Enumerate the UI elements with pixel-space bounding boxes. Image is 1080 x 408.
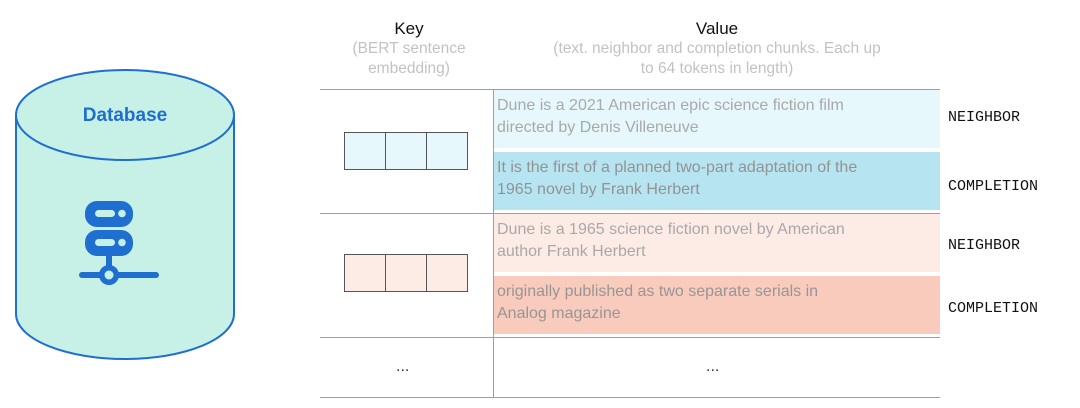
- neighbor-chunk: Dune is a 1965 science fiction novel by …: [494, 214, 940, 272]
- database-label: Database: [82, 105, 168, 126]
- neighbor-tag: NEIGHBOR: [948, 237, 1021, 254]
- chunk-text-line: Dune is a 2021 American epic science fic…: [497, 97, 844, 114]
- key-header-subtitle-line: (BERT sentence: [352, 40, 466, 57]
- value-header-title: Value: [695, 19, 739, 38]
- completion-chunk: It is the first of a planned two-part ad…: [494, 152, 940, 210]
- completion-chunk: originally published as two separate ser…: [494, 276, 940, 334]
- vector-cell: [385, 132, 427, 170]
- vector-cell: [344, 132, 386, 170]
- table-divider: [320, 89, 940, 90]
- key-header: Key (BERT sentence embedding): [326, 18, 492, 79]
- neighbor-chunk: Dune is a 2021 American epic science fic…: [494, 90, 940, 148]
- column-divider: [493, 89, 494, 397]
- chunk-text-line: directed by Denis Villeneuve: [497, 119, 699, 136]
- value-header-subtitle-line: (text. neighbor and completion chunks. E…: [553, 40, 881, 57]
- vector-cell: [426, 254, 468, 292]
- value-header-subtitle-line: to 64 tokens in length): [640, 60, 794, 77]
- vector-cell: [426, 132, 468, 170]
- chunk-text-line: 1965 novel by Frank Herbert: [497, 181, 700, 198]
- key-embedding-vector: [344, 132, 468, 170]
- chunk-text-line: Analog magazine: [497, 305, 621, 322]
- database-cylinder: Database: [14, 66, 236, 362]
- key-embedding-vector: [344, 254, 468, 292]
- table-divider: [320, 397, 940, 398]
- key-header-title: Key: [394, 19, 424, 38]
- table-divider: [320, 337, 940, 338]
- key-header-subtitle-line: embedding): [368, 60, 450, 77]
- table-divider: [320, 213, 940, 214]
- value-ellipsis: ...: [706, 358, 720, 375]
- vector-cell: [385, 254, 427, 292]
- completion-tag: COMPLETION: [948, 300, 1039, 317]
- chunk-text-line: It is the first of a planned two-part ad…: [497, 159, 858, 176]
- chunk-text-line: Dune is a 1965 science fiction novel by …: [497, 221, 845, 238]
- completion-tag: COMPLETION: [948, 178, 1039, 195]
- neighbor-tag: NEIGHBOR: [948, 109, 1021, 126]
- chunk-text-line: author Frank Herbert: [497, 243, 646, 260]
- chunk-text-line: originally published as two separate ser…: [497, 283, 819, 300]
- vector-cell: [344, 254, 386, 292]
- key-ellipsis: ...: [396, 358, 410, 375]
- value-header: Value (text. neighbor and completion chu…: [494, 18, 940, 79]
